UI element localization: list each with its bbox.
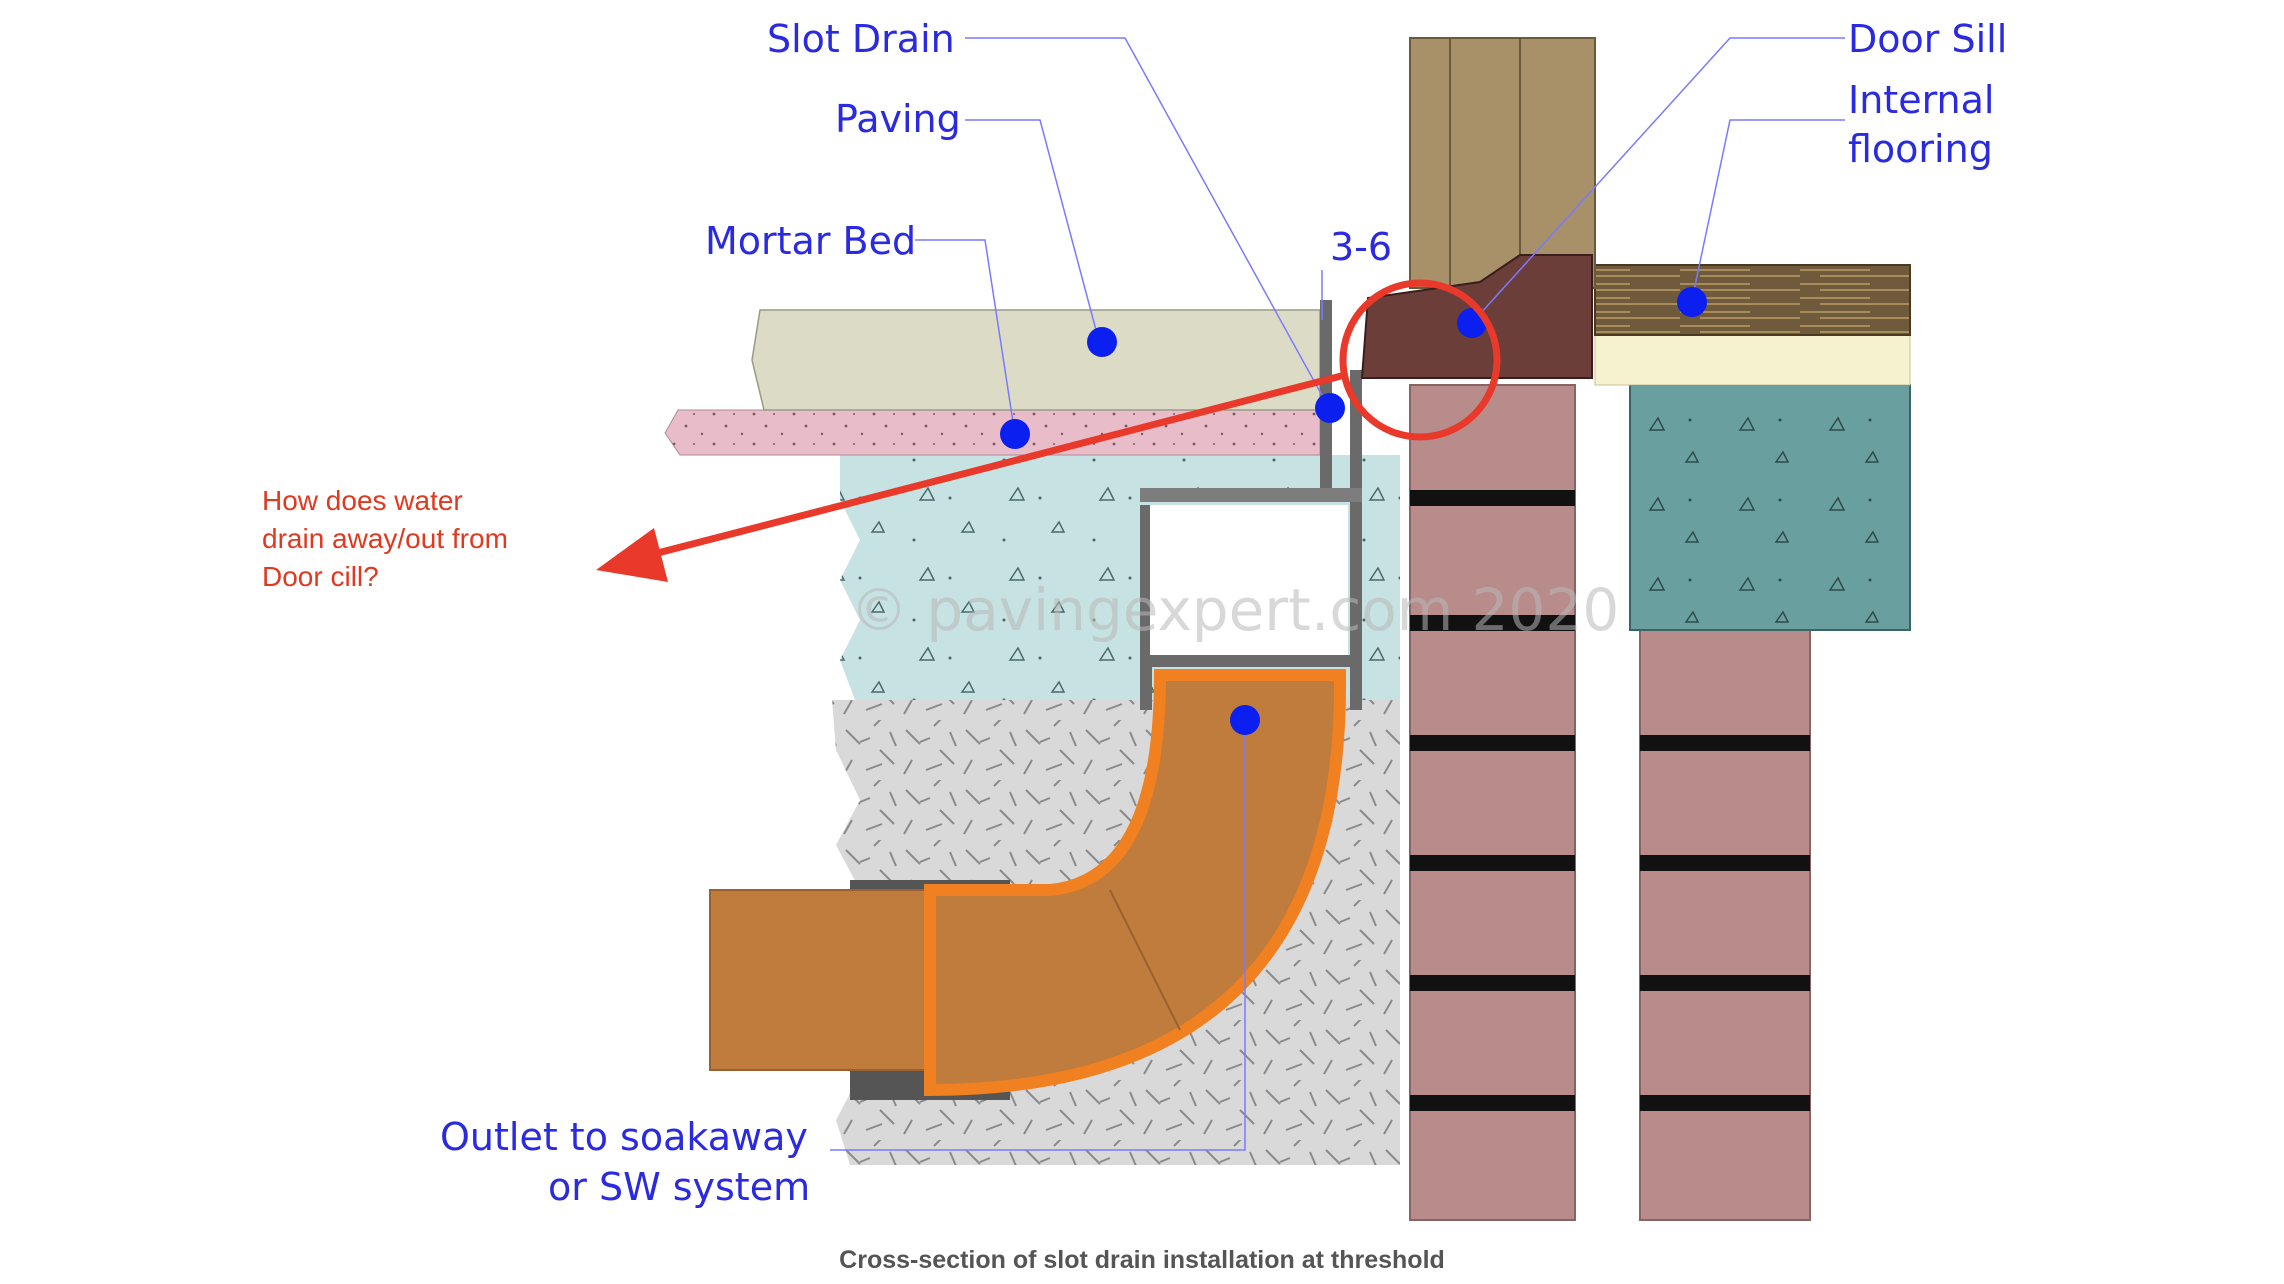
label-outlet-line2: or SW system: [548, 1165, 810, 1209]
mortar-bed: [664, 409, 1321, 456]
highlight-circle: [1339, 279, 1501, 441]
external-brick-wall: [1409, 384, 1576, 1221]
annotation-arrow-shaft: [649, 371, 1346, 559]
label-slot-drain: Slot Drain: [767, 17, 955, 61]
internal-brick-wall: [1639, 629, 1811, 1221]
label-dimension: 3-6: [1330, 225, 1392, 269]
label-paving: Paving: [835, 97, 961, 141]
leader-lines: [830, 37, 1845, 1151]
label-outlet-line1: Outlet to soakaway: [440, 1115, 808, 1159]
slot-drain-channel: [1140, 300, 1362, 710]
question-line3: Door cill?: [262, 561, 379, 592]
watermark: © pavingexpert.com 2020: [850, 576, 1619, 644]
paving-slab: [751, 309, 1321, 411]
question-line2: drain away/out from: [262, 523, 508, 554]
door-frame: [1409, 37, 1596, 289]
figure-caption: Cross-section of slot drain installation…: [839, 1246, 1445, 1274]
outlet-pipe: [709, 669, 1347, 1100]
annotation-arrow-head: [596, 528, 668, 582]
label-internal-flooring-line2: flooring: [1848, 127, 1993, 171]
label-internal-flooring-line1: Internal: [1848, 78, 1994, 122]
internal-concrete-slab: [1629, 384, 1911, 631]
label-mortar-bed: Mortar Bed: [705, 219, 916, 263]
label-door-sill: Door Sill: [1848, 17, 2007, 61]
internal-flooring-boards: [1594, 264, 1911, 336]
label-markers: [1000, 287, 1707, 735]
screed-layer: [1594, 334, 1911, 386]
question-line1: How does water: [262, 485, 463, 516]
